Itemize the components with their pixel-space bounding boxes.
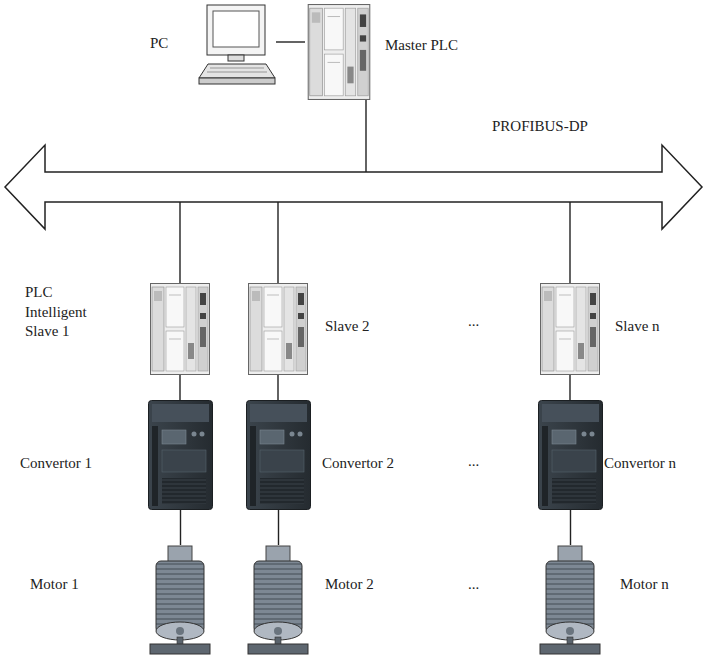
- bus-arrow: [5, 145, 702, 229]
- motor-node: Motor 2: [244, 545, 312, 657]
- bus-wire: [179, 375, 180, 400]
- slave-plc-node: PLC Intelligent Slave 1: [150, 283, 210, 375]
- convertor-node: Convertor 2: [246, 400, 311, 510]
- motor-node: Motor 1: [146, 545, 214, 657]
- plc-picture: [151, 284, 210, 375]
- bus-wire: [365, 100, 366, 172]
- device-label: Convertor 2: [322, 454, 394, 474]
- bus-wire: [278, 510, 279, 545]
- device-label: Motor 2: [325, 575, 374, 595]
- bus-wire: [180, 510, 181, 545]
- convertor-picture: [149, 401, 213, 510]
- convertor-picture: [247, 401, 311, 510]
- convertor-node: Convertor n: [538, 400, 603, 510]
- slave-plc-node: Slave n: [540, 283, 600, 375]
- motor-picture: [540, 546, 600, 654]
- plc-picture: [541, 284, 600, 375]
- convertor-picture: [539, 401, 603, 510]
- convertor-node: Convertor 1: [148, 400, 213, 510]
- master-plc-node: Master PLC: [305, 4, 373, 100]
- ellipsis: ...: [468, 452, 479, 472]
- ellipsis: ...: [468, 312, 479, 332]
- slave-plc-node: Slave 2: [248, 283, 308, 375]
- device-label: Convertor 1: [20, 454, 92, 474]
- device-label: Slave n: [615, 317, 660, 337]
- device-label: Slave 2: [325, 317, 370, 337]
- motor-picture: [150, 546, 210, 654]
- bus-wire: [569, 202, 570, 283]
- device-label: Motor 1: [30, 575, 79, 595]
- device-label: Master PLC: [385, 36, 458, 56]
- bus-wire: [569, 375, 570, 400]
- ellipsis: ...: [468, 575, 479, 595]
- device-label: Motor n: [620, 575, 669, 595]
- plc-picture: [249, 284, 308, 375]
- bus-wire: [277, 375, 278, 400]
- motor-picture: [248, 546, 308, 654]
- device-label: PLC Intelligent Slave 1: [25, 283, 107, 342]
- plc-picture: [308, 5, 370, 100]
- device-label: Convertor n: [604, 454, 676, 474]
- bus-wire: [570, 510, 571, 545]
- bus-wire: [276, 41, 305, 42]
- bus-wire: [179, 202, 180, 283]
- device-label: PC: [150, 34, 168, 54]
- pc-node: PC: [198, 4, 276, 100]
- device-label: PROFIBUS-DP: [492, 117, 588, 137]
- bus-band: PROFIBUS-DP: [5, 145, 702, 231]
- motor-node: Motor n: [536, 545, 604, 657]
- bus-wire: [277, 202, 278, 283]
- pc-picture: [199, 5, 275, 84]
